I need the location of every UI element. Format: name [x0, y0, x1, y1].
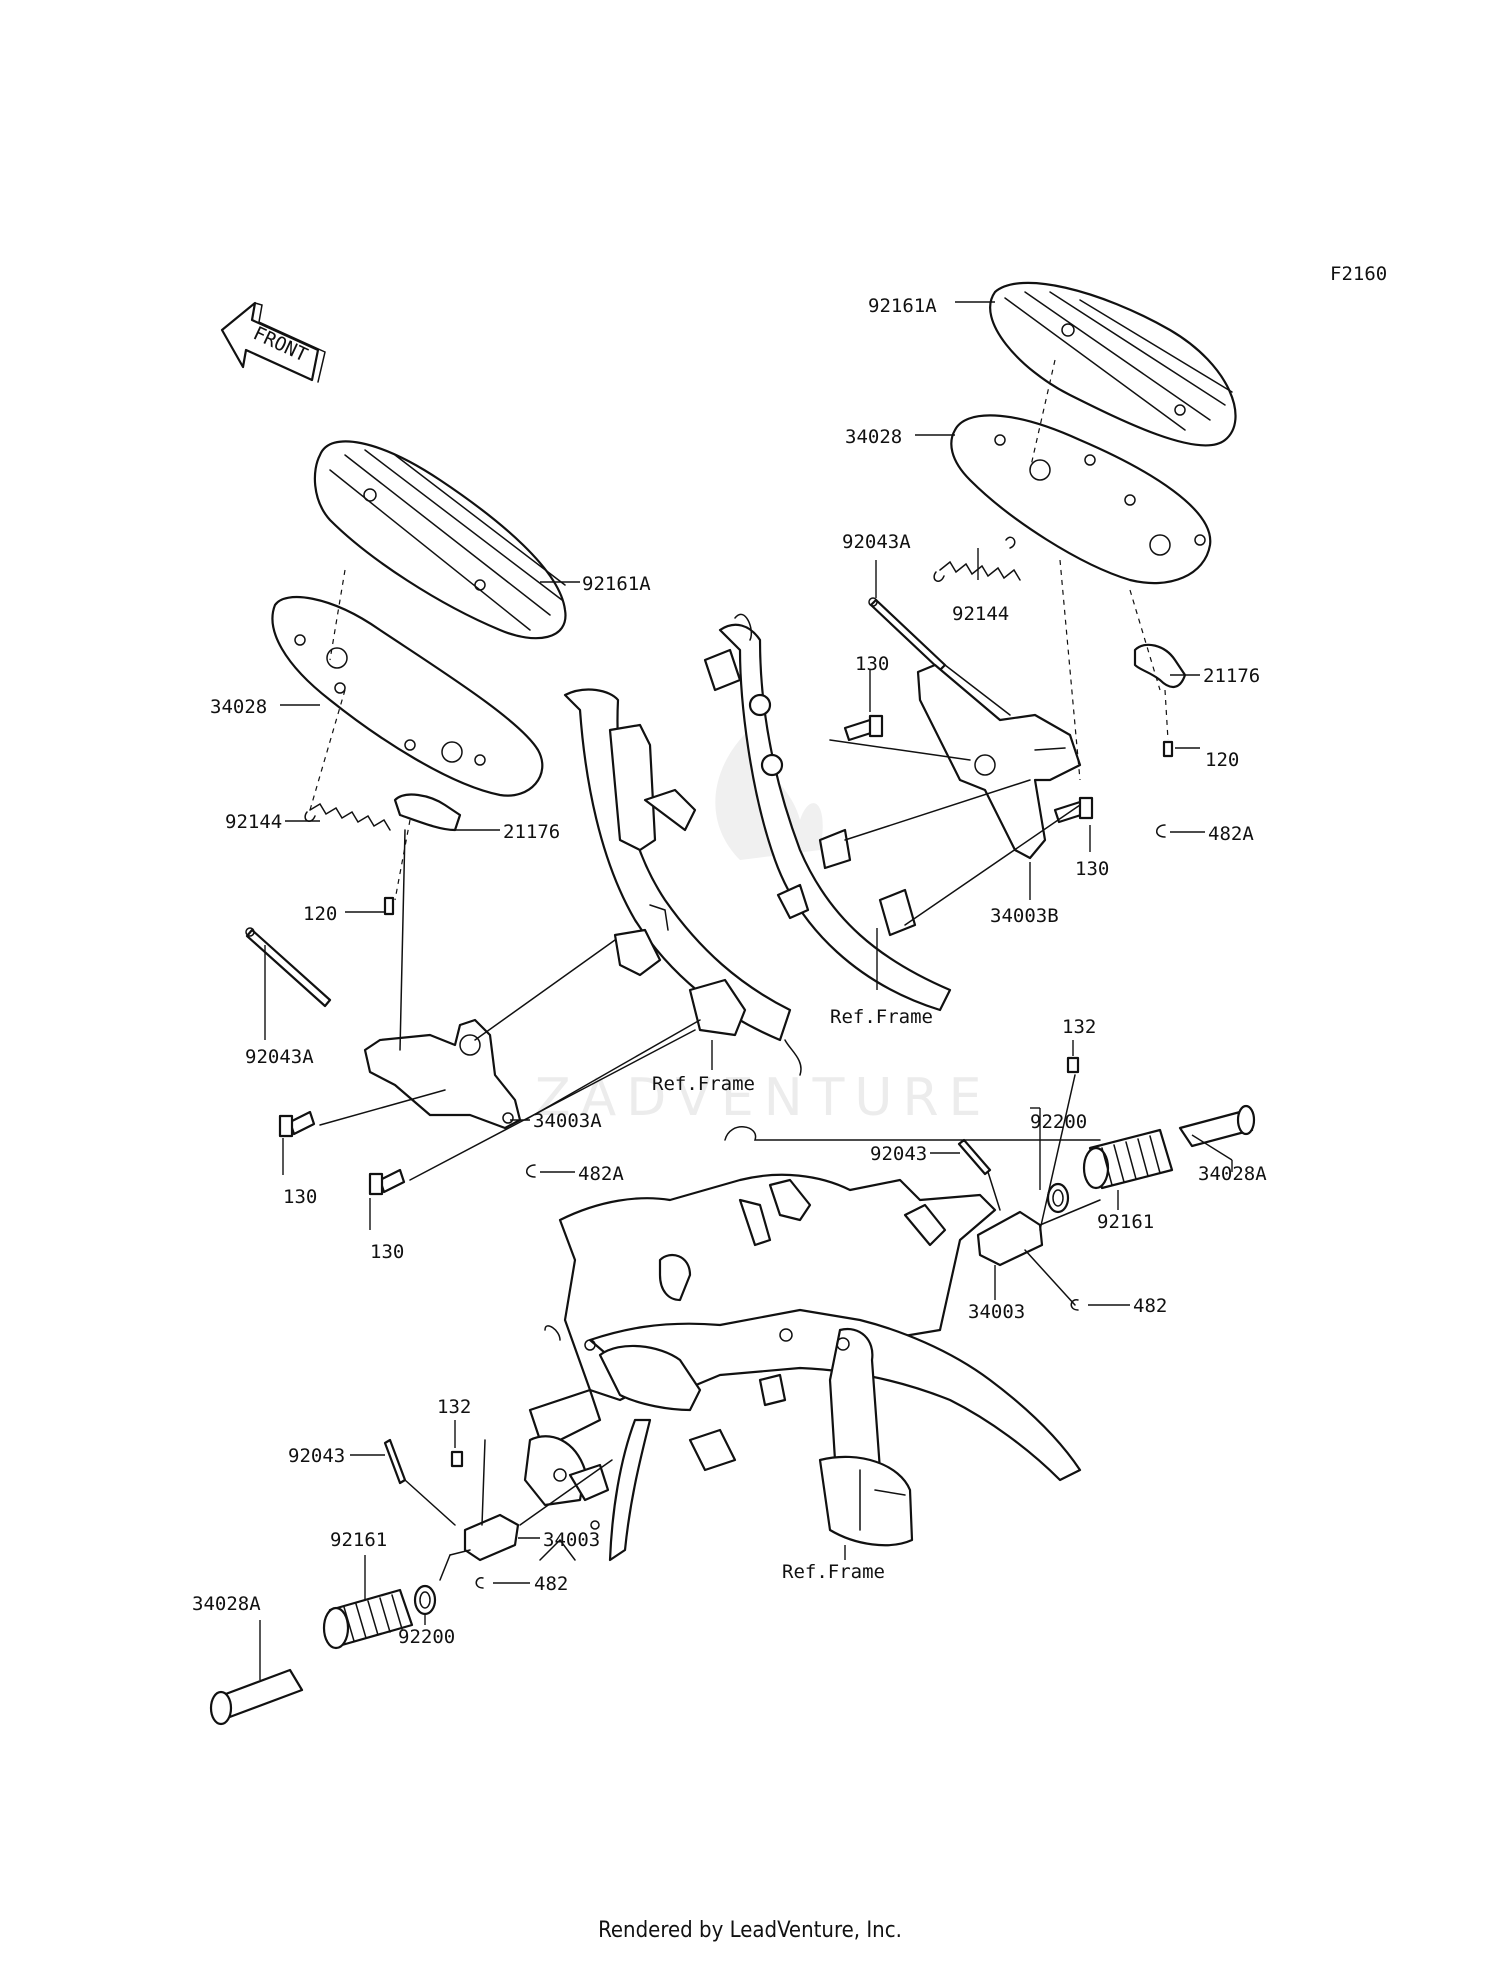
label-130-right-top: 130	[855, 653, 889, 675]
left-peg-washer-92200	[413, 1584, 437, 1616]
label-482A-right: 482A	[1208, 823, 1254, 845]
label-120-right: 120	[1205, 749, 1239, 771]
left-footboard-pad	[313, 440, 567, 640]
label-92161-right: 92161	[1097, 1211, 1154, 1233]
label-ref-frame-2: Ref.Frame	[652, 1073, 755, 1095]
label-120-left: 120	[303, 903, 337, 925]
label-132-right: 132	[1062, 1016, 1096, 1038]
left-peg-cover-34028A	[209, 1668, 304, 1726]
diagram-code: F2160	[1330, 263, 1387, 285]
label-482A-left: 482A	[578, 1163, 624, 1185]
left-bolt-120	[383, 896, 395, 916]
label-482-right: 482	[1133, 1295, 1167, 1317]
label-92161A-left: 92161A	[582, 573, 651, 595]
right-peg-clip-482	[1070, 1299, 1079, 1311]
right-peg-rubber	[1082, 1128, 1174, 1190]
left-peg-bracket-34003	[463, 1513, 520, 1562]
right-stopper	[1133, 643, 1187, 688]
right-bracket-34003B	[916, 663, 1082, 860]
left-stopper	[393, 793, 462, 832]
right-clip-482A	[1156, 824, 1166, 838]
right-footboard-pad	[989, 281, 1237, 447]
left-clip-482A	[526, 1164, 536, 1178]
label-92144-left: 92144	[225, 811, 282, 833]
label-92043-right: 92043	[870, 1143, 927, 1165]
label-92144-right: 92144	[952, 603, 1009, 625]
right-peg-bolt-132	[1066, 1056, 1080, 1074]
label-130-right-bottom: 130	[1075, 858, 1109, 880]
right-spring	[933, 536, 1021, 582]
watermark-text: ZADVENTURE	[535, 1068, 991, 1128]
right-footboard-base	[950, 414, 1212, 585]
label-ref-frame-3: Ref.Frame	[782, 1561, 885, 1583]
label-132-left: 132	[437, 1396, 471, 1418]
label-92161A-right: 92161A	[868, 295, 937, 317]
front-arrow-icon: FRONT	[220, 301, 326, 383]
left-footboard-base	[271, 595, 544, 797]
label-21176-right: 21176	[1203, 665, 1260, 687]
footer-credit: Rendered by LeadVenture, Inc.	[598, 1918, 902, 1943]
label-130-left-top: 130	[283, 1186, 317, 1208]
right-frame-section	[703, 613, 952, 1012]
right-peg-washer-92200	[1046, 1182, 1070, 1214]
left-spring	[304, 802, 391, 831]
label-34028A-left: 34028A	[192, 1593, 261, 1615]
peg-leaders	[259, 1040, 1233, 1680]
right-leaders	[829, 301, 1205, 926]
label-ref-frame-1: Ref.Frame	[830, 1006, 933, 1028]
left-peg-pin-92043	[383, 1438, 407, 1485]
right-bolt-120	[1162, 740, 1174, 758]
right-bolt-130-top	[843, 714, 884, 742]
label-34028-left: 34028	[210, 696, 267, 718]
left-peg-bolt-132	[450, 1450, 464, 1468]
label-34028A-right: 34028A	[1198, 1163, 1267, 1185]
label-34003-left: 34003	[543, 1529, 600, 1551]
left-bolt-130-top	[278, 1110, 316, 1138]
label-21176-left: 21176	[503, 821, 560, 843]
label-482-left: 482	[534, 1573, 568, 1595]
label-92200-right: 92200	[1030, 1111, 1087, 1133]
label-92043A-right: 92043A	[842, 531, 911, 553]
left-peg-rubber	[322, 1588, 414, 1650]
label-92161-left: 92161	[330, 1529, 387, 1551]
label-34003A: 34003A	[533, 1110, 602, 1132]
label-130-left-bottom: 130	[370, 1241, 404, 1263]
main-frame	[523, 1126, 1101, 1562]
left-peg-clip-482	[475, 1577, 484, 1589]
left-pivot-pin	[245, 927, 332, 1008]
left-frame-section	[563, 688, 802, 1076]
label-34003B: 34003B	[990, 905, 1059, 927]
left-bracket-34003A	[363, 1018, 522, 1130]
watermark: ZADVENTURE	[535, 720, 991, 1128]
right-peg-pin-92043	[957, 1138, 992, 1176]
label-92043-left: 92043	[288, 1445, 345, 1467]
label-34028-right: 34028	[845, 426, 902, 448]
label-92200-left: 92200	[398, 1626, 455, 1648]
right-peg-cover-34028A	[1178, 1104, 1256, 1148]
label-92043A-left: 92043A	[245, 1046, 314, 1068]
left-bolt-130-bottom	[368, 1168, 406, 1196]
left-leaders	[264, 569, 713, 1230]
label-34003-right: 34003	[968, 1301, 1025, 1323]
